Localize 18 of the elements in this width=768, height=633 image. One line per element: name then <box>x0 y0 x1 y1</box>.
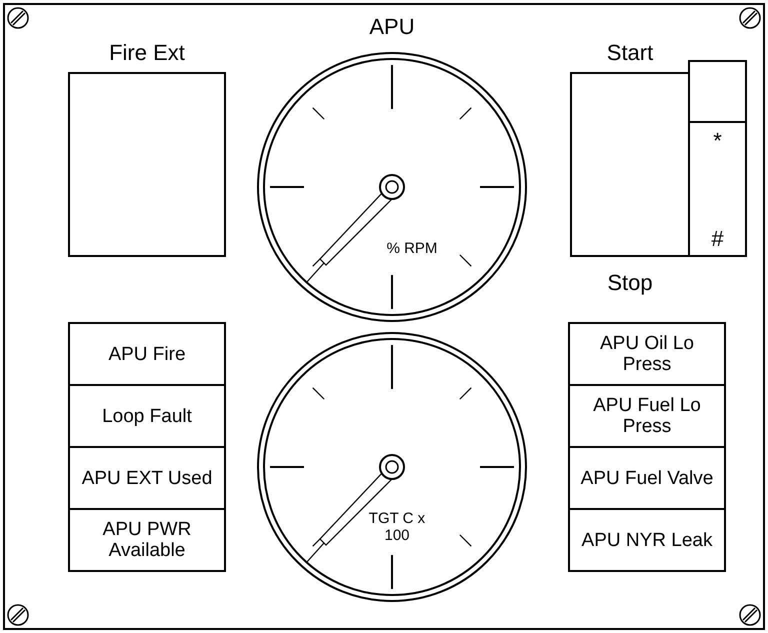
indicator-window <box>688 60 747 123</box>
switch-label: Stop <box>606 270 654 296</box>
annunciator-light: APU NYR Leak <box>568 508 726 572</box>
gauge-label: TGT C x 100 <box>368 510 426 544</box>
annunciator-light: APU PWR Available <box>68 508 226 572</box>
annunciator-light: APU Fuel Lo Press <box>568 384 726 448</box>
annunciator-light: APU Fire <box>68 322 226 386</box>
gauge-label: % RPM <box>386 240 438 257</box>
switch-label: Start <box>606 40 654 66</box>
switch-mark: * <box>713 129 722 153</box>
panel-title: APU <box>368 14 416 40</box>
annunciator-light: Loop Fault <box>68 384 226 448</box>
annunciator-light: APU EXT Used <box>68 446 226 510</box>
annunciator-light: APU Fuel Valve <box>568 446 726 510</box>
switch-guard <box>688 121 747 257</box>
annunciator-light: APU Oil Lo Press <box>568 322 726 386</box>
switch-mark: # <box>711 227 724 251</box>
switch-label: Fire Ext <box>108 40 186 66</box>
